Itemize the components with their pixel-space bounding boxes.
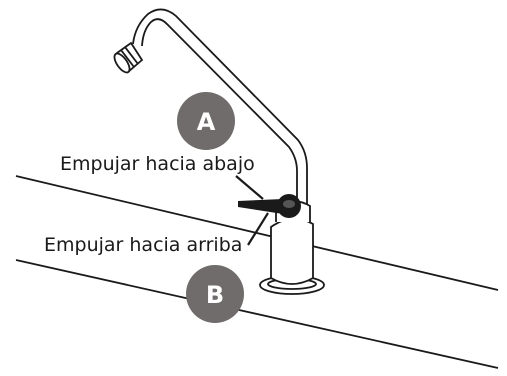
push-down-label: Empujar hacia abajo — [60, 153, 255, 175]
countertop — [15, 175, 499, 369]
leader-lines — [235, 175, 269, 246]
faucet-spout — [113, 8, 308, 204]
push-down-leader — [235, 175, 264, 200]
faucet-handle — [238, 194, 301, 218]
marker-a: A — [177, 92, 235, 150]
push-up-label: Empujar hacia arriba — [44, 234, 242, 256]
marker-a-label: A — [197, 108, 216, 136]
marker-a-circle — [177, 92, 235, 150]
countertop-front-edge — [15, 259, 499, 369]
push-up-leader — [247, 212, 269, 246]
marker-b: B — [186, 265, 244, 323]
marker-b-label: B — [206, 281, 224, 309]
countertop-back-edge — [15, 175, 499, 291]
marker-b-circle — [186, 265, 244, 323]
